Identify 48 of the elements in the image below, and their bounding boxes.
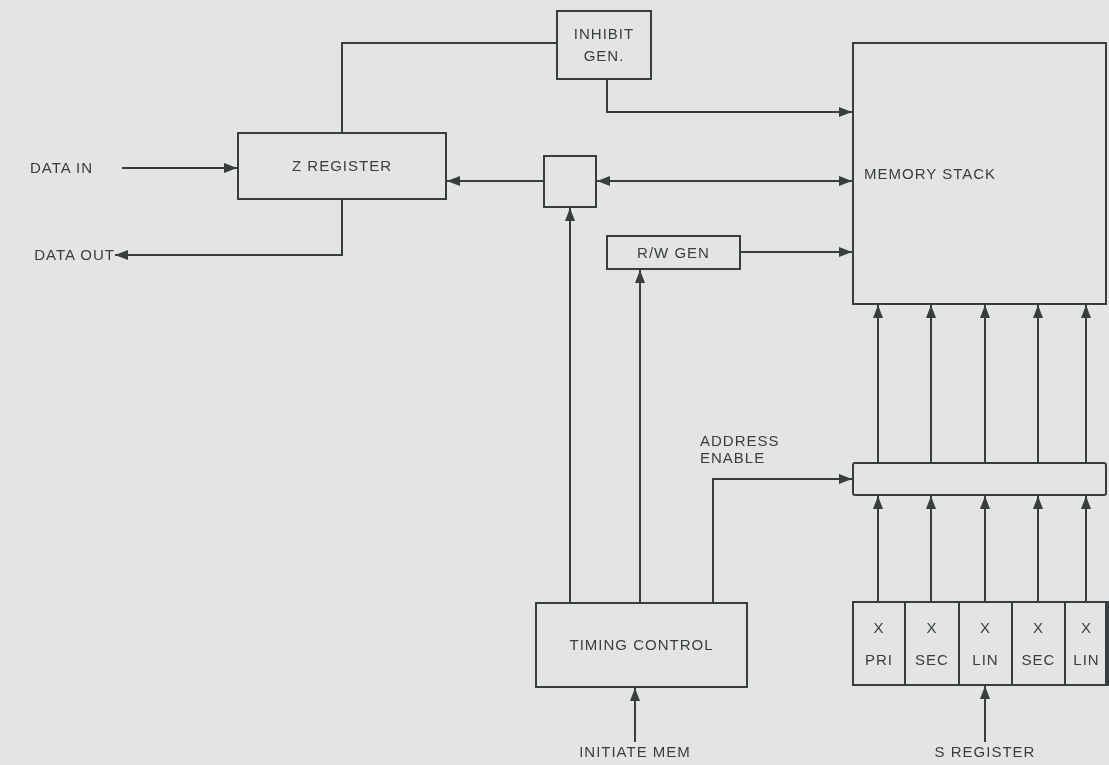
connector-arrow — [980, 685, 990, 743]
node-label: Z REGISTER — [292, 156, 392, 176]
connector-arrow — [926, 495, 936, 602]
connector-arrow — [740, 247, 853, 257]
node-label: INHIBIT GEN. — [572, 24, 636, 66]
node-label: DATA OUT — [34, 245, 115, 265]
bit-label: X — [1033, 617, 1044, 638]
connector-arrow — [606, 79, 853, 117]
gate-box — [543, 155, 597, 208]
field-label: LIN — [1073, 649, 1100, 670]
field-label: SEC — [915, 649, 949, 670]
bit-label: X — [980, 617, 991, 638]
node-label: S REGISTER — [934, 742, 1036, 762]
address-bar — [852, 462, 1107, 496]
connector-arrow — [635, 269, 645, 603]
field-label: PRI — [865, 649, 893, 670]
node-label: TIMING CONTROL — [569, 635, 714, 655]
bit-label: X — [1081, 617, 1092, 638]
register-box — [237, 132, 447, 200]
field-label: LIN — [972, 649, 999, 670]
generator-box — [556, 10, 652, 80]
generator-box — [606, 235, 741, 270]
connector-arrow — [446, 176, 544, 186]
node-label: INITIATE MEM — [579, 742, 691, 762]
node-label: MEMORY STACK — [864, 163, 997, 184]
connector-arrow — [980, 304, 990, 463]
connector-arrow — [1081, 495, 1091, 602]
register-box — [852, 601, 1107, 686]
connector-arrow — [926, 304, 936, 463]
bit-label: X — [926, 617, 938, 638]
control-box — [535, 602, 748, 688]
connector-arrow — [1033, 304, 1043, 463]
connector-arrow — [596, 176, 853, 186]
node-label: DATA IN — [30, 158, 94, 178]
bit-label: X — [873, 617, 885, 638]
connector-arrow — [565, 207, 575, 603]
connector-arrow — [1081, 304, 1091, 463]
connector-arrow — [873, 495, 883, 602]
field-label: SEC — [1021, 649, 1056, 670]
connector-arrow — [1033, 495, 1043, 602]
connector-arrow — [114, 199, 343, 260]
connector-arrow — [630, 687, 640, 743]
memory-block — [852, 42, 1107, 305]
node-label: R/W GEN — [637, 242, 710, 263]
connector-arrow — [121, 163, 238, 173]
connector-arrow — [712, 474, 853, 603]
connector-arrow — [873, 304, 883, 463]
connector-arrow — [980, 495, 990, 602]
